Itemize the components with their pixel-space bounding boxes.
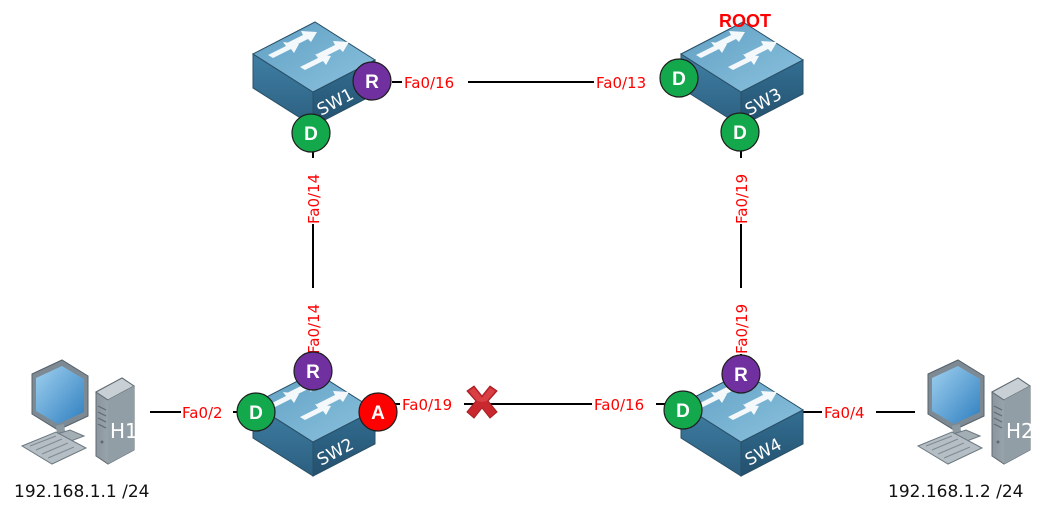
port-role-sw2-fa0-19-alternate: A — [358, 392, 398, 432]
port-label-sw2-fa0-19: Fa0/19 — [402, 396, 452, 414]
svg-text:D: D — [676, 401, 690, 422]
port-role-sw1-fa0-14-designated: D — [291, 113, 331, 153]
svg-text:D: D — [672, 69, 686, 90]
port-label-sw1-fa0-16: Fa0/16 — [404, 74, 454, 92]
svg-text:D: D — [733, 123, 747, 144]
port-label-sw1-fa0-14: Fa0/14 — [305, 174, 323, 224]
port-role-sw4-fa0-16-designated: D — [663, 390, 703, 430]
port-role-sw2-fa0-2-designated: D — [236, 392, 276, 432]
port-role-sw4-fa0-19-root: R — [721, 354, 761, 394]
port-label-sw3-fa0-19: Fa0/19 — [733, 174, 751, 224]
svg-text:D: D — [249, 403, 263, 424]
host-h1-label: H1 — [110, 419, 138, 443]
port-role-sw1-fa0-16-root: R — [352, 61, 392, 101]
port-label-sw4-fa0-19: Fa0/19 — [733, 304, 751, 354]
host-h2-label: H2 — [1006, 419, 1034, 443]
links — [150, 81, 915, 413]
port-role-sw3-fa0-13-designated: D — [659, 58, 699, 98]
port-label-sw2-fa0-2: Fa0/2 — [182, 404, 223, 422]
port-label-sw3-fa0-13: Fa0/13 — [596, 74, 646, 92]
svg-text:R: R — [365, 72, 379, 93]
switch-sw3[interactable]: SW3 — [680, 21, 804, 127]
blocked-link-x-icon — [466, 385, 498, 419]
port-label-sw4-fa0-4: Fa0/4 — [824, 404, 865, 422]
port-role-sw2-fa0-14-root: R — [293, 351, 333, 391]
host-h1[interactable]: H1 — [21, 359, 138, 465]
port-label-sw2-fa0-14: Fa0/14 — [305, 304, 323, 354]
root-bridge-label: ROOT — [719, 11, 771, 31]
port-role-sw3-fa0-19-designated: D — [720, 112, 760, 152]
host-h2-ip: 192.168.1.2 /24 — [888, 482, 1024, 502]
svg-text:D: D — [304, 124, 318, 145]
svg-text:A: A — [371, 403, 385, 424]
host-h2[interactable]: H2 — [917, 359, 1034, 465]
port-label-sw4-fa0-16: Fa0/16 — [594, 396, 644, 414]
svg-text:R: R — [306, 362, 320, 383]
svg-text:R: R — [734, 365, 748, 386]
host-h1-ip: 192.168.1.1 /24 — [14, 482, 150, 502]
